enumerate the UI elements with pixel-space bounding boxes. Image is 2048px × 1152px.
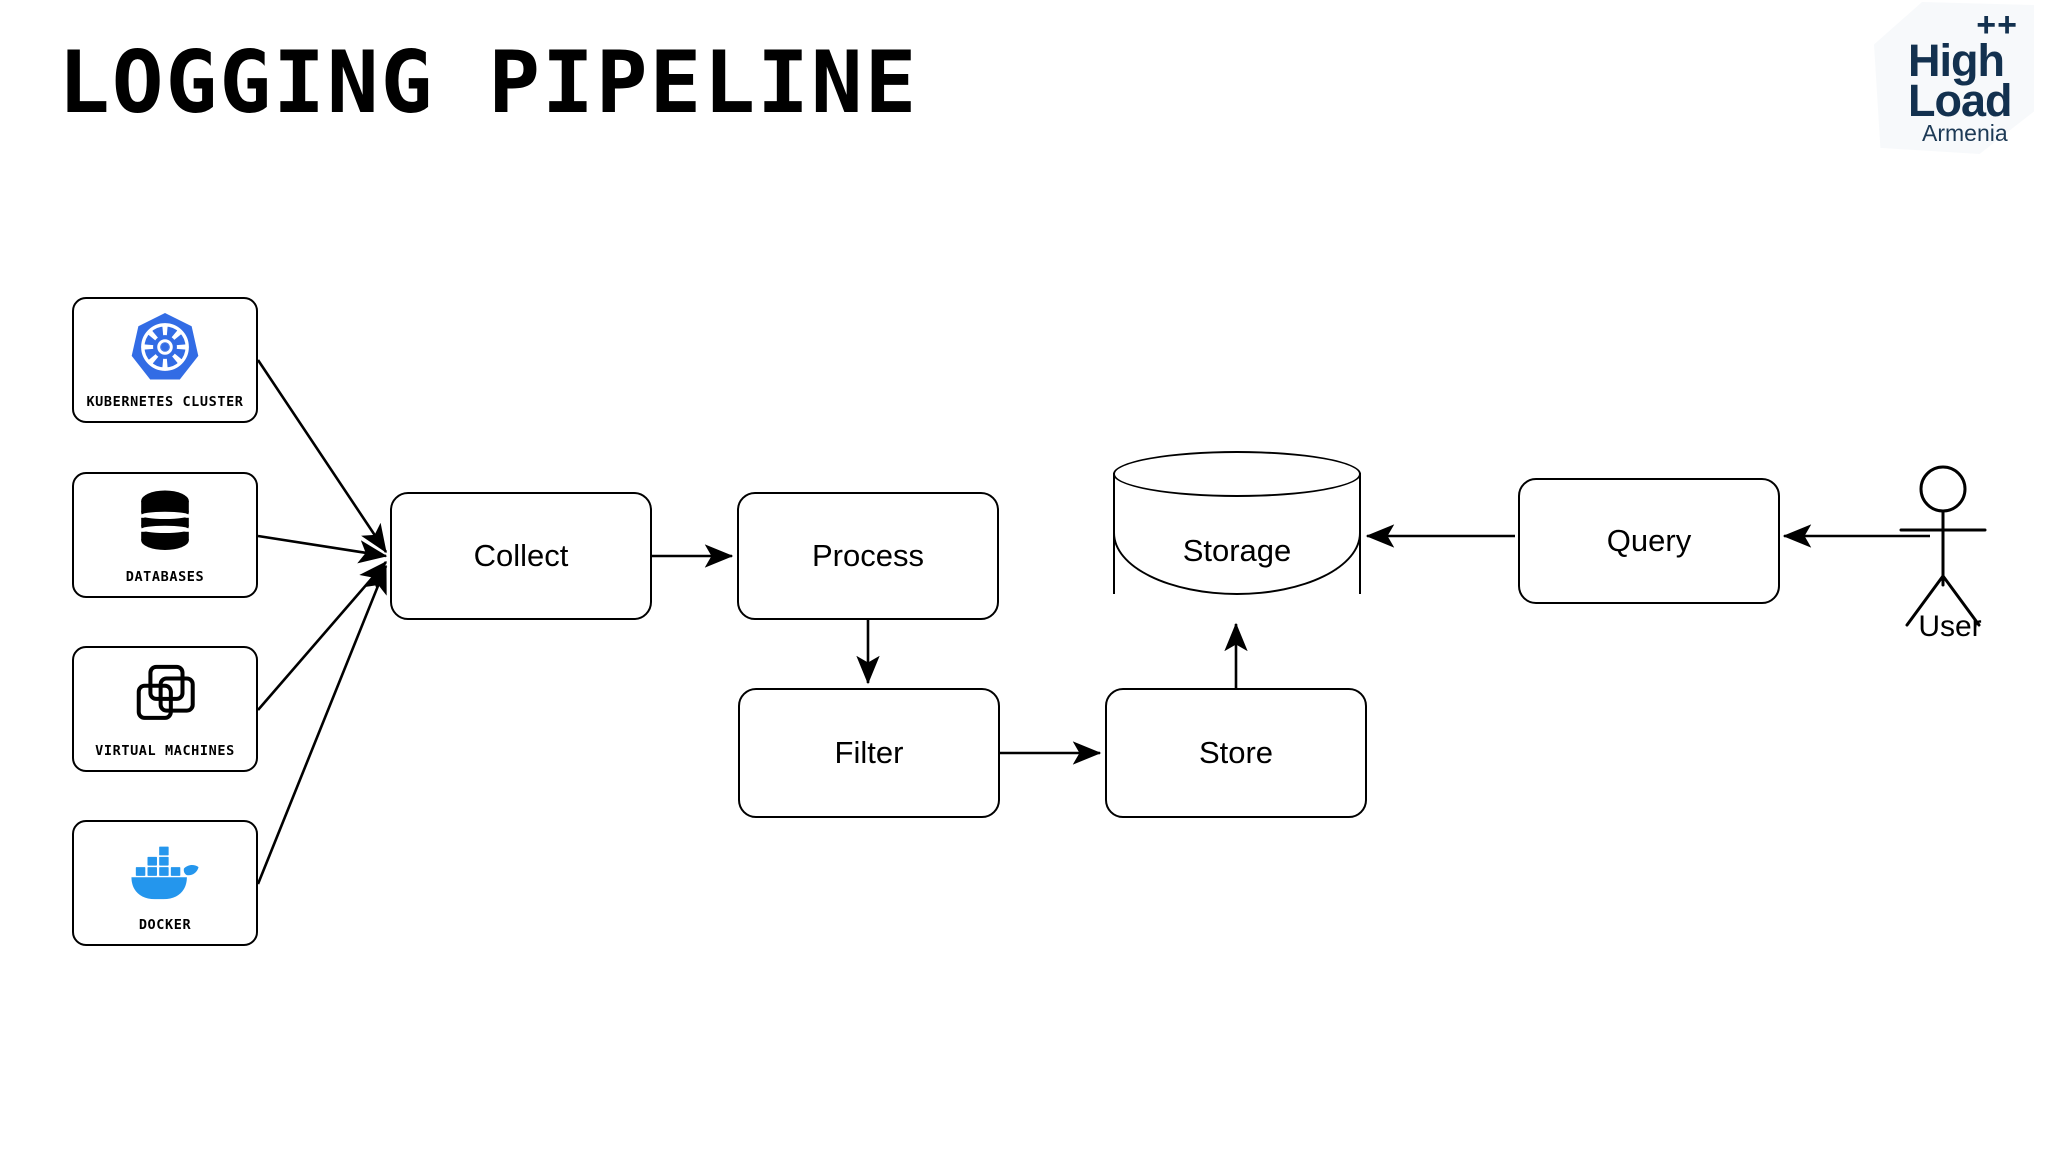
node-label: Process (812, 538, 924, 573)
edge-vms-to-collect (257, 561, 387, 711)
source-card-docker[interactable]: DOCKER (72, 820, 258, 946)
node-label: Store (1198, 735, 1274, 770)
node-label: Storage (1182, 533, 1292, 568)
logo-highload-armenia: ++ High Load Armenia (1874, 2, 2034, 154)
source-card-label: DOCKER (138, 917, 192, 933)
node-filter[interactable]: Filter (738, 688, 1000, 818)
page-title: LOGGING PIPELINE (58, 33, 919, 133)
node-process[interactable]: Process (737, 492, 999, 620)
node-collect[interactable]: Collect (390, 492, 652, 620)
logo-line-armenia: Armenia (1922, 120, 2008, 146)
node-label: Query (1606, 523, 1692, 558)
logo-line-high: High (1908, 35, 2005, 86)
node-label: Filter (834, 735, 904, 770)
logo-hexagon-background (1874, 2, 2034, 154)
node-store[interactable]: Store (1105, 688, 1367, 818)
database-stack-icon (74, 484, 256, 560)
logo-line-load: Load (1908, 75, 2012, 126)
cylinder-top-ellipse (1113, 451, 1361, 497)
kubernetes-helm-icon (74, 309, 256, 385)
edge-kubernetes-to-collect (256, 359, 388, 554)
node-storage-cylinder[interactable]: Storage (1113, 451, 1361, 616)
source-card-label: DATABASES (125, 569, 205, 585)
edge-docker-to-collect (256, 564, 388, 885)
source-card-label: KUBERNETES CLUSTER (86, 394, 244, 410)
docker-whale-icon (74, 832, 256, 908)
user-actor-figure (1899, 465, 1987, 627)
logo-plusplus-text: ++ (1976, 6, 2018, 44)
source-card-databases[interactable]: DATABASES (72, 472, 258, 598)
stacked-windows-icon (74, 658, 256, 734)
source-card-virtual-machines[interactable]: VIRTUAL MACHINES (72, 646, 258, 772)
edge-databases-to-collect (257, 534, 388, 564)
user-actor-label: User (1918, 610, 1982, 643)
node-label: Collect (473, 538, 569, 573)
source-card-label: VIRTUAL MACHINES (95, 743, 235, 759)
source-card-kubernetes[interactable]: KUBERNETES CLUSTER (72, 297, 258, 423)
node-query[interactable]: Query (1518, 478, 1780, 604)
